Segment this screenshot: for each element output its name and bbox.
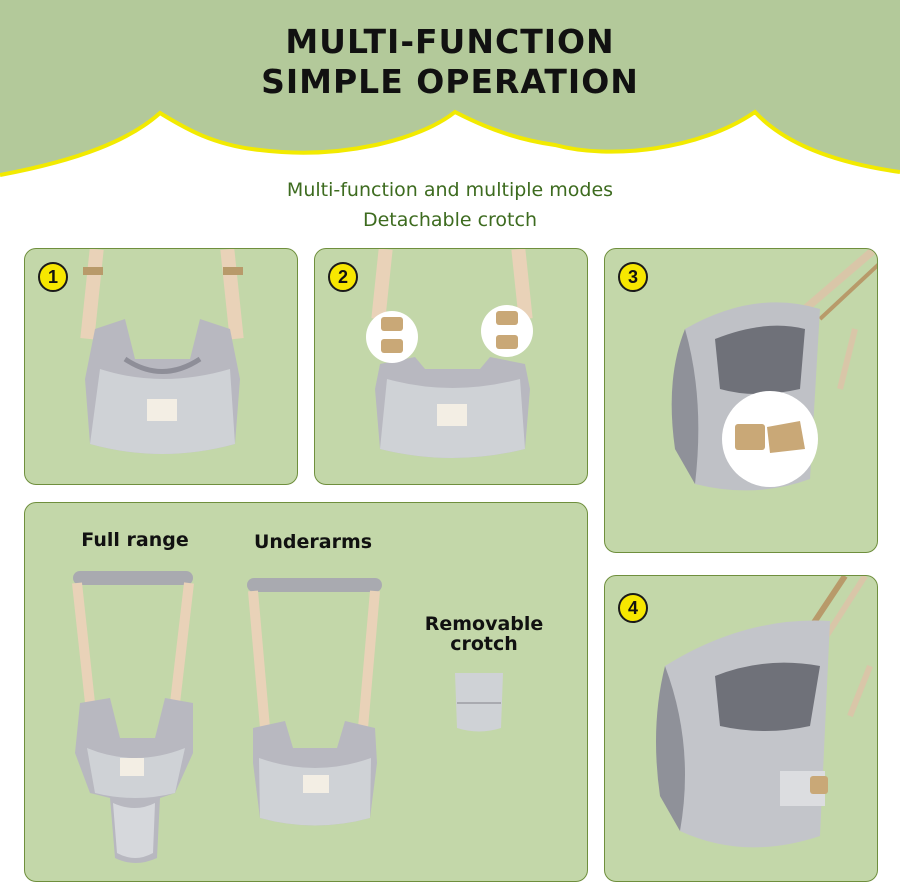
subtitle-line1: Multi-function and multiple modes	[286, 179, 614, 201]
header-banner: MULTI-FUNCTION SIMPLE OPERATION	[0, 0, 900, 180]
label-underarms: Underarms	[253, 531, 373, 553]
panel-mode-3: 3	[604, 248, 878, 553]
page-title-line1: MULTI-FUNCTION	[285, 22, 615, 61]
scalloped-banner-shape	[0, 0, 900, 177]
badge-number: 2	[328, 262, 358, 292]
page-title-line2: SIMPLE OPERATION	[261, 62, 639, 101]
harness-front-image	[80, 249, 244, 454]
panel-mode-4: 4	[604, 575, 878, 882]
harness-modes-image	[72, 571, 503, 863]
label-removable-line1: Removable	[424, 613, 544, 635]
badge-number: 3	[618, 262, 648, 292]
harness-side-buckle-image	[671, 249, 877, 491]
badge-number: 4	[618, 593, 648, 623]
label-full-range: Full range	[81, 529, 189, 551]
subtitle-line2: Detachable crotch	[362, 209, 537, 231]
panel-modes: Full range Underarms Removable crotch	[24, 502, 588, 882]
panel-mode-2: 2	[314, 248, 588, 485]
badge-number: 1	[38, 262, 68, 292]
panel-mode-1: 1	[24, 248, 298, 485]
harness-buckles-image	[366, 249, 533, 458]
harness-side-image	[656, 576, 873, 848]
label-removable-line2: crotch	[450, 633, 518, 655]
